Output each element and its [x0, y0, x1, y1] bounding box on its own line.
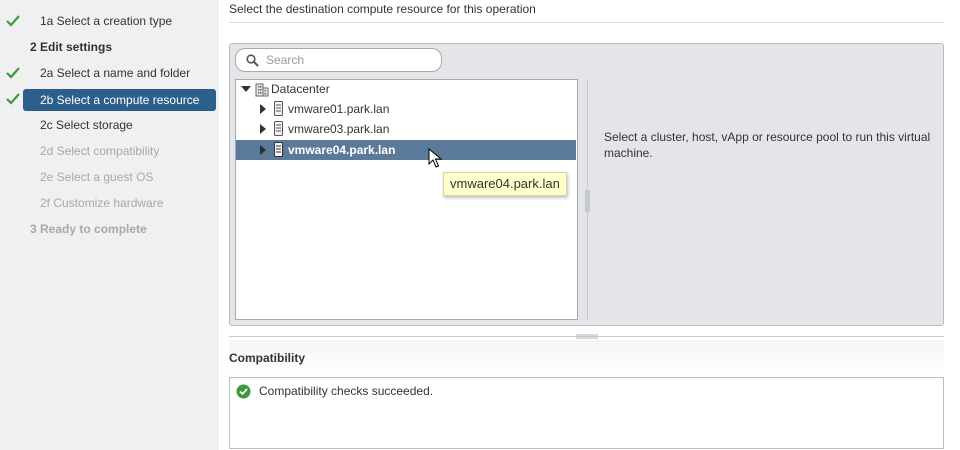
- page-instruction: Select the destination compute resource …: [229, 2, 536, 16]
- step-3: 3 Ready to complete: [0, 218, 219, 240]
- step-label: 2f Customize hardware: [40, 196, 164, 210]
- divider: [229, 22, 944, 23]
- collapse-arrow-icon[interactable]: [241, 86, 251, 92]
- step-2c[interactable]: 2c Select storage: [0, 114, 219, 136]
- step-2f: 2f Customize hardware: [0, 192, 219, 214]
- tree-node-label: vmware03.park.lan: [288, 122, 390, 136]
- step-2[interactable]: 2 Edit settings: [0, 36, 219, 58]
- step-2e: 2e Select a guest OS: [0, 166, 219, 188]
- host-icon: [274, 121, 283, 136]
- expand-arrow-icon[interactable]: [260, 104, 266, 114]
- step-label: 2c Select storage: [40, 118, 133, 132]
- tooltip: vmware04.park.lan: [443, 172, 567, 196]
- search-icon: [246, 54, 259, 67]
- step-2a[interactable]: 2a Select a name and folder: [0, 62, 219, 84]
- datacenter-icon: [255, 83, 269, 97]
- step-2b[interactable]: 2b Select a compute resource: [23, 89, 216, 111]
- tree-node-host[interactable]: vmware01.park.lan: [238, 99, 438, 119]
- mouse-cursor-icon: [428, 148, 442, 168]
- step-label: 2b Select a compute resource: [40, 93, 200, 107]
- inventory-tree[interactable]: [235, 79, 578, 320]
- step-2d: 2d Select compatibility: [0, 140, 219, 162]
- vertical-splitter[interactable]: [587, 80, 588, 320]
- step-label: 2 Edit settings: [30, 40, 113, 54]
- expand-arrow-icon[interactable]: [260, 145, 266, 155]
- step-label: 3 Ready to complete: [30, 222, 147, 236]
- host-icon: [274, 101, 283, 116]
- step-label: 2a Select a name and folder: [40, 66, 191, 80]
- success-icon: [236, 384, 251, 399]
- tree-node-label: Datacenter: [271, 82, 330, 96]
- tree-node-datacenter[interactable]: Datacenter: [238, 79, 438, 99]
- compatibility-box: [229, 377, 944, 449]
- check-icon: [6, 67, 20, 79]
- detail-message: Select a cluster, host, vApp or resource…: [604, 130, 931, 160]
- splitter-grip-icon[interactable]: [576, 334, 598, 339]
- step-label: 2e Select a guest OS: [40, 170, 154, 184]
- compatibility-title: Compatibility: [229, 340, 944, 376]
- step-1a[interactable]: 1a Select a creation type: [0, 10, 219, 32]
- tree-node-host[interactable]: vmware03.park.lan: [238, 119, 438, 139]
- tree-node-label: vmware04.park.lan: [288, 143, 396, 157]
- tree-node-label: vmware01.park.lan: [288, 102, 390, 116]
- host-icon: [274, 142, 283, 157]
- expand-arrow-icon[interactable]: [260, 124, 266, 134]
- check-icon: [6, 93, 20, 105]
- check-icon: [6, 15, 20, 27]
- tree-node-host-selected[interactable]: vmware04.park.lan: [236, 140, 576, 160]
- step-label: 2d Select compatibility: [40, 144, 160, 158]
- wizard-sidebar: 1a Select a creation type 2 Edit setting…: [0, 0, 219, 450]
- splitter-grip-icon[interactable]: [585, 190, 590, 212]
- step-label: 1a Select a creation type: [40, 14, 173, 28]
- search-input[interactable]: [235, 48, 442, 72]
- compatibility-message: Compatibility checks succeeded.: [259, 384, 434, 398]
- horizontal-splitter[interactable]: [229, 336, 944, 337]
